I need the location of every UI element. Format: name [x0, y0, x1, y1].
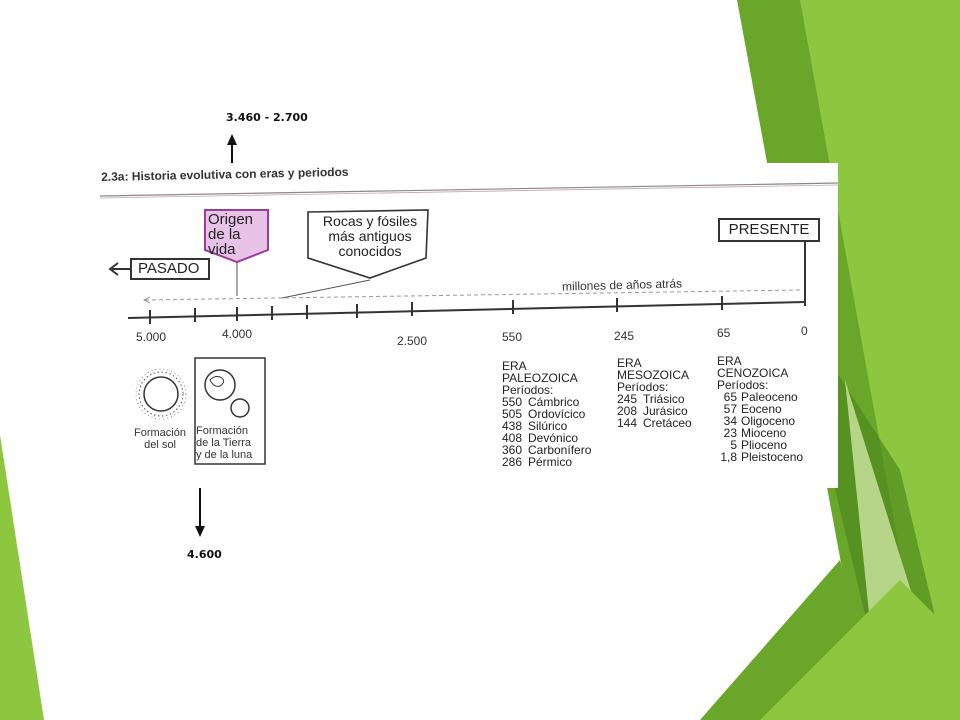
period-age: 57: [723, 402, 737, 416]
period-name: Jurásico: [643, 404, 688, 418]
era-paleozoic: ERA PALEOZOICA Períodos: 550 Cámbrico 505…: [502, 360, 591, 468]
tick-label: 2.500: [397, 334, 428, 348]
period-age: 144: [617, 416, 638, 430]
period-name: Cretáceo: [643, 416, 692, 430]
period-age: 438: [502, 419, 523, 433]
period-age: 505: [502, 407, 523, 421]
period-age: 34: [723, 414, 737, 428]
period-row: 1,8 Pleistoceno: [717, 451, 803, 463]
period-row: 245 Triásico: [617, 393, 692, 405]
left-green-facet: [0, 435, 44, 720]
period-row: 408 Devónico: [502, 432, 591, 444]
origin-line: vida: [208, 241, 236, 258]
period-row: 505 Ordovícico: [502, 408, 591, 420]
period-name: Devónico: [528, 431, 579, 445]
era-heading: Períodos:: [617, 380, 669, 394]
period-age: 1,8: [720, 450, 737, 464]
rocks-line: Rocas y fósiles: [322, 213, 418, 229]
period-age: 286: [502, 455, 523, 469]
period-row: 360 Carbonífero: [502, 444, 591, 456]
period-row: 57 Eoceno: [717, 403, 803, 415]
caption-line: Formación: [134, 427, 186, 439]
period-age: 5: [730, 438, 737, 452]
period-age: 245: [617, 392, 638, 406]
period-row: 208 Jurásico: [617, 405, 692, 417]
period-row: 144 Cretáceo: [617, 417, 692, 429]
period-name: Cámbrico: [528, 395, 580, 409]
caption-line: del sol: [144, 439, 176, 451]
period-name: Mioceno: [741, 426, 787, 440]
period-age: 208: [617, 404, 638, 418]
tick-label: 65: [717, 326, 731, 340]
era-cenozoic: ERA CENOZOICA Períodos: 65 Paleoceno 57 Eo…: [717, 355, 803, 463]
period-row: 34 Oligoceno: [717, 415, 803, 427]
origin-of-life-text: Origen de la vida: [208, 212, 253, 257]
period-name: Carbonífero: [528, 443, 592, 457]
period-name: Triásico: [643, 392, 685, 406]
caption-line: de la Tierra: [196, 437, 252, 449]
era-heading: MESOZOICA: [617, 368, 690, 382]
top-annotation-label: 3.460 - 2.700: [226, 111, 308, 124]
rocks-line: conocidos: [338, 243, 402, 259]
tick-label: 4.000: [222, 327, 253, 341]
period-age: 550: [502, 395, 523, 409]
period-row: 550 Cámbrico: [502, 396, 591, 408]
caption-line: y de la luna: [196, 449, 253, 461]
period-name: Ordovícico: [528, 407, 586, 421]
oldest-rocks-text: Rocas y fósiles más antiguos conocidos: [312, 214, 428, 259]
tick-label: 550: [502, 330, 523, 344]
sun-caption: Formación del sol: [122, 427, 198, 451]
earth-moon-caption: Formación de la Tierra y de la luna: [196, 425, 264, 461]
past-box: PASADO: [130, 258, 210, 280]
tick-label: 5.000: [136, 330, 167, 344]
period-name: Oligoceno: [741, 414, 796, 428]
right-green-facet-bottom-light: [760, 580, 960, 720]
period-name: Pleistoceno: [741, 450, 804, 464]
period-row: 286 Pérmico: [502, 456, 591, 468]
period-name: Plioceno: [741, 438, 788, 452]
era-heading: ERA: [617, 356, 642, 370]
caption-line: Formación: [196, 425, 248, 437]
period-row: 438 Silúrico: [502, 420, 591, 432]
rocks-line: más antiguos: [328, 228, 412, 244]
era-heading: PALEOZOICA: [502, 371, 578, 385]
tick-label: 245: [614, 329, 635, 343]
period-name: Pérmico: [528, 455, 573, 469]
period-name: Silúrico: [528, 419, 568, 433]
tick-label: 0: [801, 324, 808, 338]
period-name: Paleoceno: [741, 390, 798, 404]
present-box: PRESENTE: [718, 218, 820, 242]
era-heading: CENOZOICA: [717, 366, 789, 380]
period-age: 23: [723, 426, 737, 440]
period-age: 65: [723, 390, 737, 404]
period-name: Eoceno: [741, 402, 782, 416]
origin-line: Origen: [208, 211, 254, 228]
era-mesozoic: ERA MESOZOICA Períodos: 245 Triásico 208 J…: [617, 357, 692, 429]
period-age: 360: [502, 443, 523, 457]
period-row: 23 Mioceno: [717, 427, 803, 439]
bottom-annotation-label: 4.600: [187, 548, 222, 561]
period-age: 408: [502, 431, 523, 445]
era-heading: ERA: [502, 359, 527, 373]
period-row: 5 Plioceno: [717, 439, 803, 451]
era-heading: Períodos:: [502, 383, 554, 397]
era-heading: Períodos:: [717, 378, 769, 392]
era-heading: ERA: [717, 354, 742, 368]
origin-line: de la: [208, 226, 241, 243]
period-row: 65 Paleoceno: [717, 391, 803, 403]
